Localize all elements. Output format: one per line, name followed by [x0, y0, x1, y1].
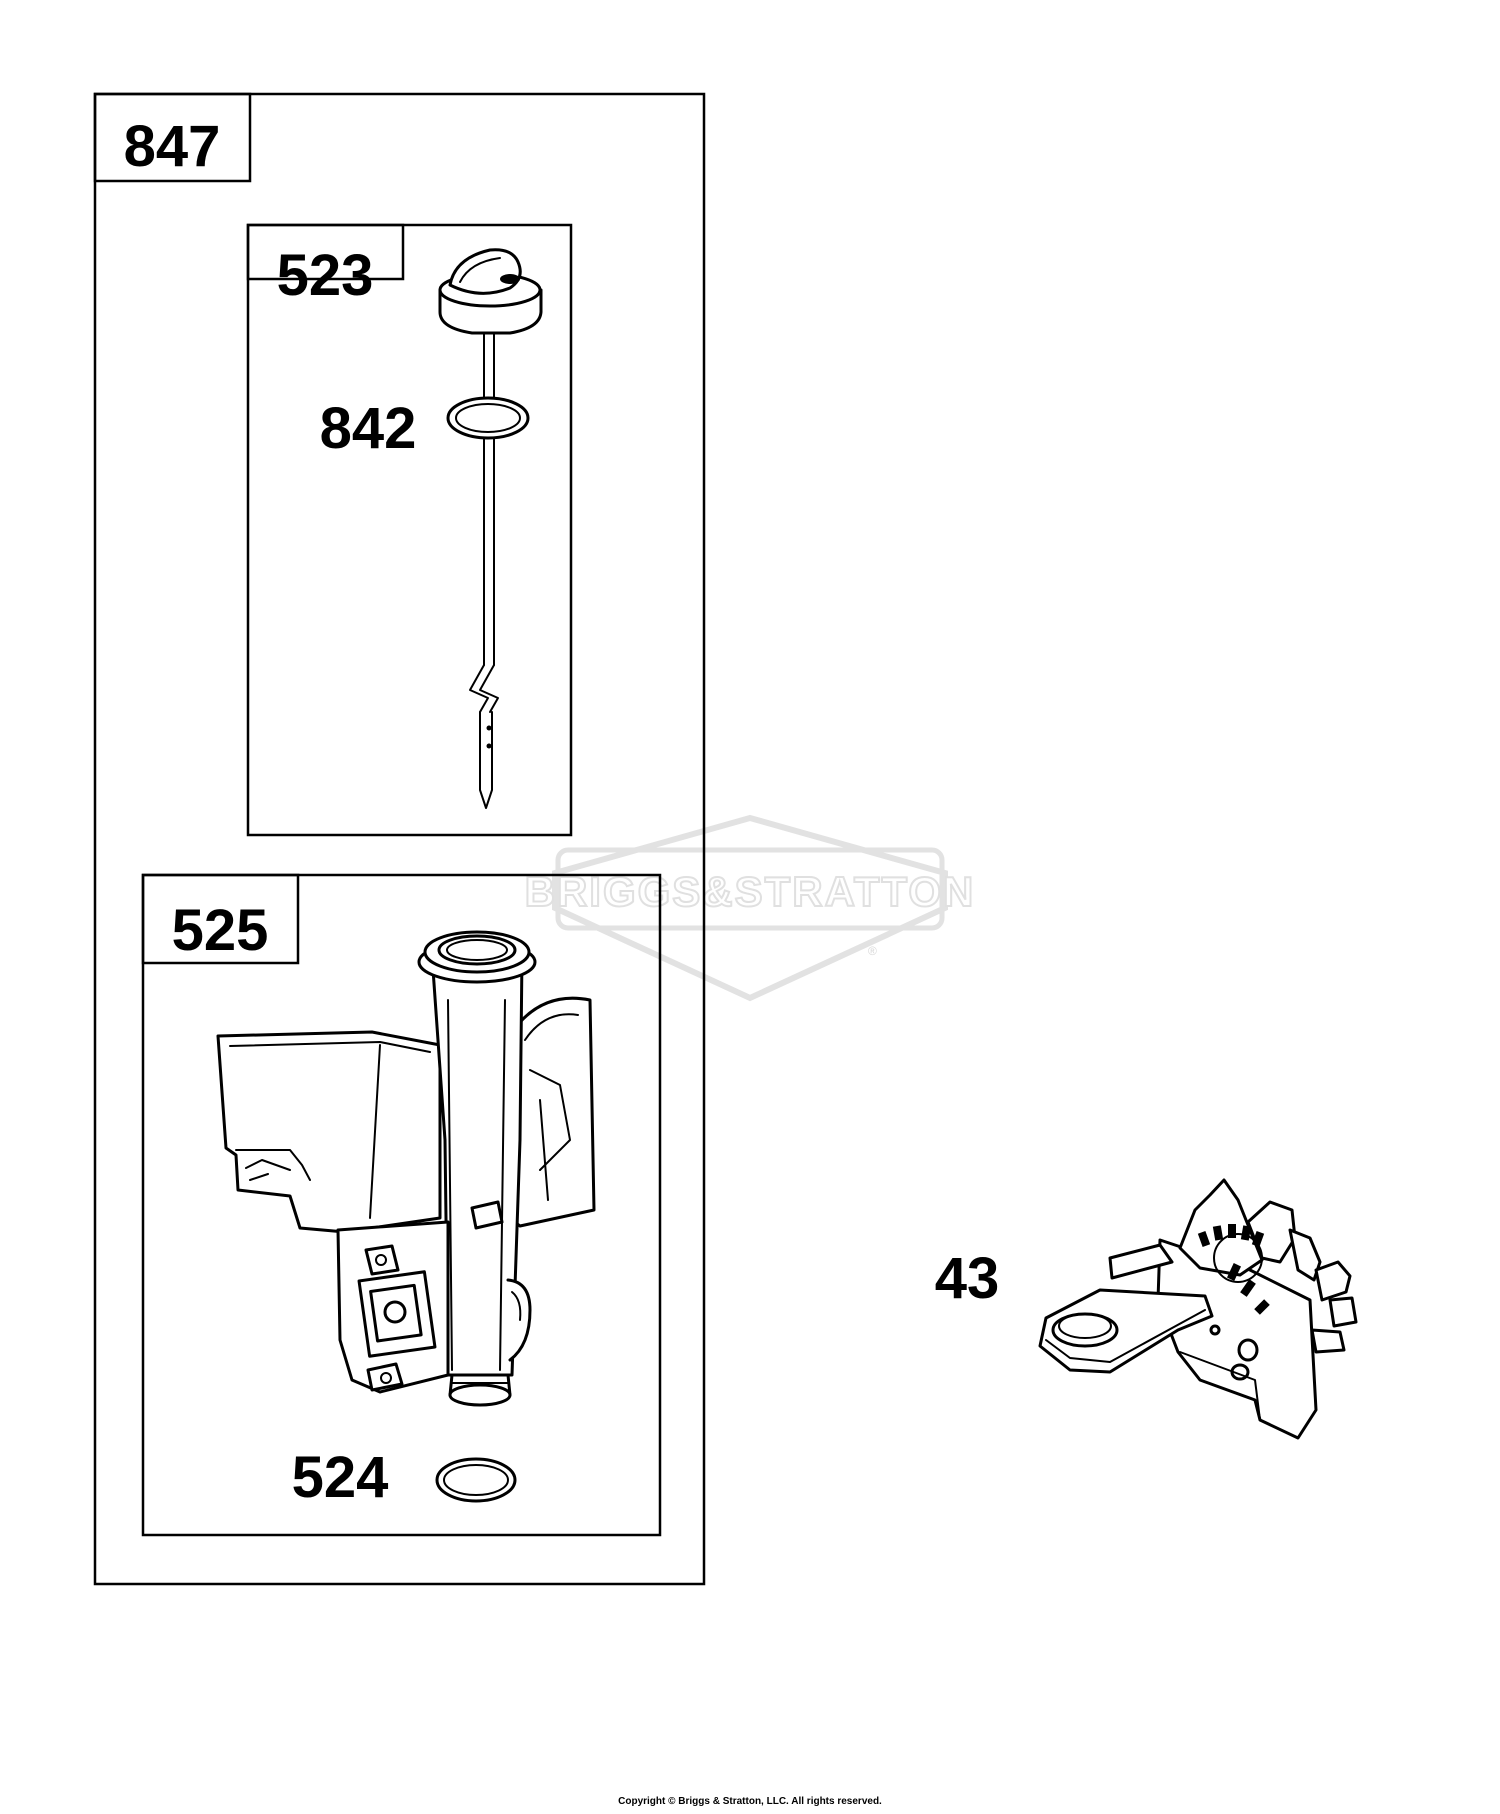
fill-tube-drawing[interactable] [216, 930, 596, 1407]
fill-tube-525-frame [141, 873, 662, 1537]
briggs-stratton-watermark-logo: BRIGGS&STRATTON ® [524, 814, 974, 1002]
callout-524[interactable]: 524 [292, 1445, 389, 1510]
dipstick-523-frame [246, 223, 573, 837]
kit-847-group: 847 [93, 92, 706, 1586]
callout-525[interactable]: 525 [172, 898, 269, 963]
callout-842[interactable]: 842 [320, 396, 417, 461]
kit-847-label-box [93, 92, 252, 183]
watermark-registered: ® [868, 944, 877, 958]
callout-847[interactable]: 847 [124, 114, 221, 179]
bracket-43-group: 43 [935, 1178, 1358, 1440]
dipstick-523-group: 523 842 [246, 223, 573, 837]
copyright-footer: Copyright © Briggs & Stratton, LLC. All … [618, 1796, 882, 1807]
oring-524-drawing[interactable] [435, 1457, 517, 1503]
dipstick-drawing[interactable] [438, 248, 543, 809]
fill-tube-525-label-box [141, 873, 300, 965]
oring-842-drawing[interactable] [446, 396, 530, 440]
callout-43[interactable]: 43 [935, 1246, 1000, 1311]
fill-tube-525-group: 525 [141, 873, 662, 1537]
kit-847-frame [93, 92, 706, 1586]
governor-bracket-drawing[interactable] [1038, 1178, 1358, 1440]
callout-523[interactable]: 523 [277, 243, 374, 308]
dipstick-523-label-box [246, 223, 405, 281]
